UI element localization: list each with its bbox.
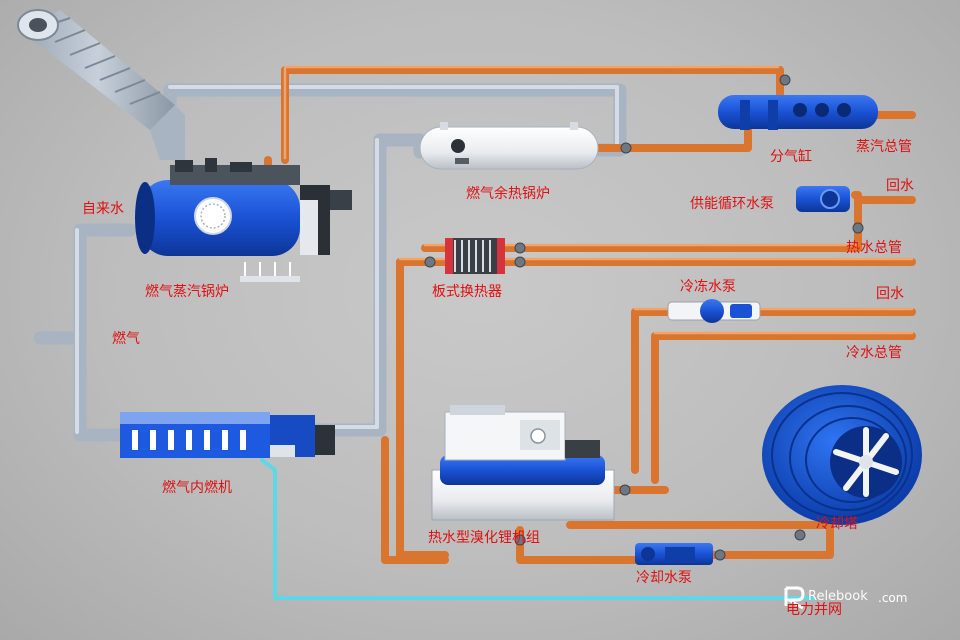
label-steam-main: 蒸汽总管 bbox=[856, 139, 912, 155]
waste-heat-boiler bbox=[419, 122, 599, 170]
gas-engine bbox=[120, 412, 335, 458]
label-tap-water: 自来水 bbox=[82, 201, 124, 217]
chilled-pump bbox=[667, 299, 761, 323]
watermark-logo-icon bbox=[784, 586, 805, 610]
heating-pump bbox=[796, 186, 850, 212]
label-steam-boiler: 燃气蒸汽锅炉 bbox=[145, 284, 229, 300]
label-heating-pump: 供能循环水泵 bbox=[690, 196, 774, 212]
label-steam-header: 分气缸 bbox=[770, 149, 812, 165]
label-return-water-2: 回水 bbox=[876, 286, 904, 302]
label-chilled-main: 冷水总管 bbox=[846, 345, 902, 361]
plate-heat-exchanger bbox=[445, 238, 505, 274]
label-lithium-chiller: 热水型溴化锂机组 bbox=[428, 530, 540, 546]
label-waste-heat-boiler: 燃气余热锅炉 bbox=[466, 186, 550, 202]
lithium-chiller bbox=[431, 405, 615, 521]
cooling-tower bbox=[762, 385, 922, 525]
label-cooling-tower: 冷却塔 bbox=[816, 516, 858, 532]
cooling-pump bbox=[635, 543, 713, 565]
steam-boiler bbox=[135, 158, 352, 282]
watermark-suffix: .com bbox=[878, 591, 908, 605]
label-chilled-pump: 冷冻水泵 bbox=[680, 279, 736, 295]
label-return-water-1: 回水 bbox=[886, 178, 914, 194]
label-gas-engine: 燃气内燃机 bbox=[162, 480, 232, 496]
chimney bbox=[17, 9, 185, 160]
label-grid: 电力并网 bbox=[786, 602, 842, 618]
label-gas: 燃气 bbox=[112, 331, 140, 347]
label-hot-water-main: 热水总管 bbox=[846, 240, 902, 256]
label-cooling-pump: 冷却水泵 bbox=[636, 570, 692, 586]
steam-header bbox=[718, 95, 878, 130]
label-plate-heat-exchanger: 板式换热器 bbox=[432, 284, 502, 300]
watermark-brand: Relebook bbox=[808, 589, 868, 604]
